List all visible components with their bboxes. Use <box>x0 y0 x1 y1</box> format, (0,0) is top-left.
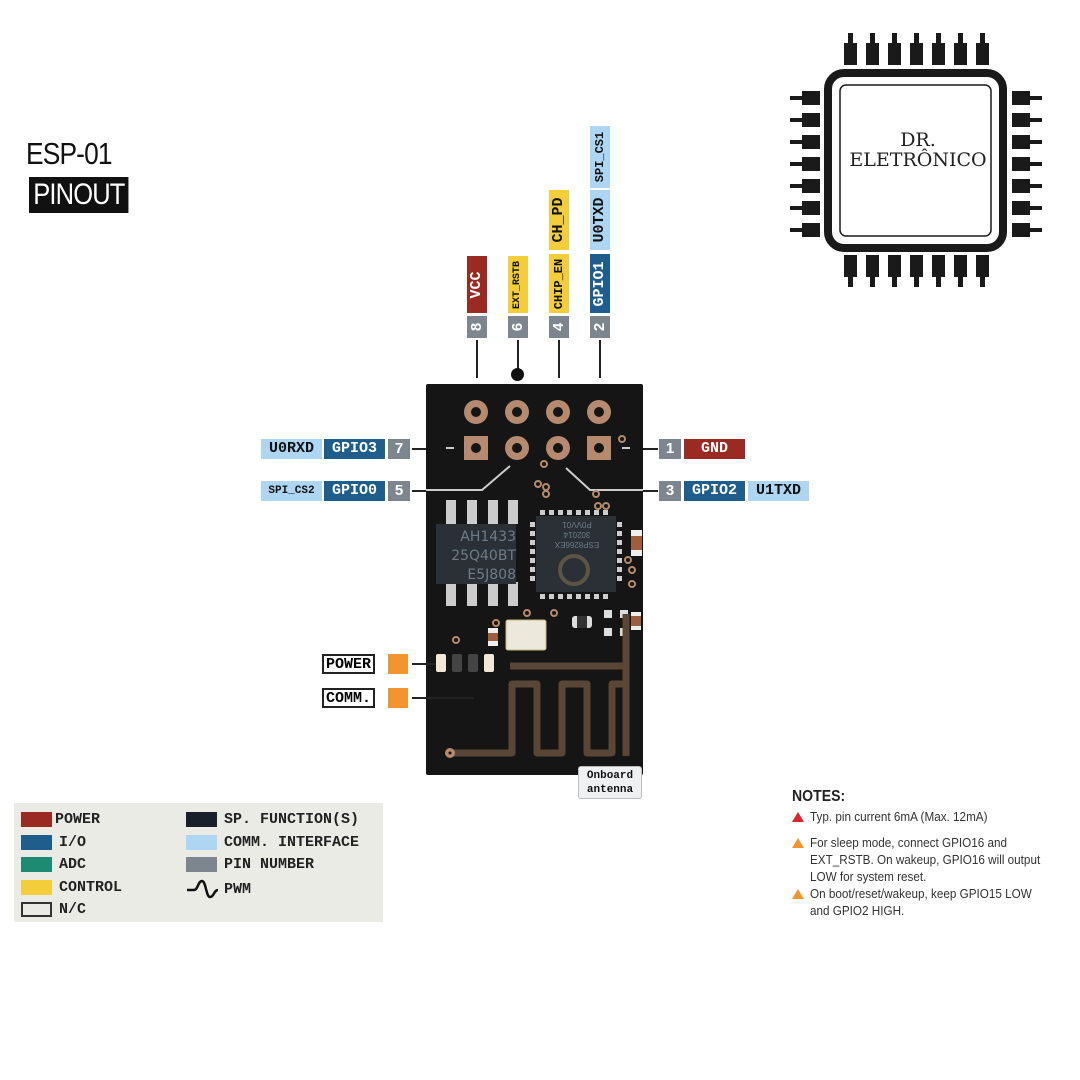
mcu-chip <box>530 510 622 599</box>
diagram-title: ESP-01 <box>26 136 113 171</box>
indicator-comm-label: COMM. <box>322 688 376 708</box>
board-graphics <box>426 400 643 758</box>
warning-triangle-icon <box>792 838 804 848</box>
pin-number-1: 1 <box>659 439 681 459</box>
pin-label-gpio3: GPIO3 <box>324 439 385 459</box>
pin-2-lead <box>599 340 601 378</box>
legend-label-control: CONTROL <box>59 879 123 896</box>
logo-chip-icon <box>790 33 1042 287</box>
legend-label-io: I/O <box>59 834 87 851</box>
logo-line-1: DR. <box>900 129 936 151</box>
pin-label-ch-pd: CH_PD <box>549 190 569 250</box>
mcu-chip-line: ESP8266EX <box>554 540 600 549</box>
diagram-subtitle: PINOUT <box>29 177 129 213</box>
pin-label-ext-rstb: EXT_RSTB <box>508 256 528 313</box>
led-comm-icon <box>388 688 408 708</box>
legend-swatch-power <box>21 812 52 827</box>
legend-swatch-io <box>21 835 52 850</box>
mcu-chip-line: P0VV01 <box>562 520 592 529</box>
led-power-lead <box>412 663 436 665</box>
pin-label-gnd: GND <box>684 439 745 459</box>
legend-label-pwm: PWM <box>224 881 252 898</box>
legend-swatch-control <box>21 880 52 895</box>
legend-label-nc: N/C <box>59 901 87 918</box>
logo-text: DR. ELETRÔNICO <box>828 130 1008 170</box>
legend-swatch-pin-number <box>186 857 217 872</box>
legend-swatch-sp-function <box>186 812 217 827</box>
warning-triangle-icon <box>792 889 804 899</box>
legend-swatch-adc <box>21 857 52 872</box>
antenna-trace <box>450 614 630 757</box>
pin-number-2: 2 <box>590 316 610 338</box>
pin-number-3: 3 <box>659 481 681 501</box>
legend-swatch-nc <box>21 902 52 917</box>
note-item: Typ. pin current 6mA (Max. 12mA) <box>810 809 988 824</box>
antenna-callout: Onboard antenna <box>578 766 642 799</box>
logo-line-2: ELETRÔNICO <box>849 149 987 171</box>
pin-label-vcc: VCC <box>467 256 487 313</box>
logo-left-pins <box>790 91 820 237</box>
pin-label-gpio2: GPIO2 <box>684 481 745 501</box>
flash-chip-label: AH1433 25Q40BT E5J808 <box>436 528 516 585</box>
pin-label-gpio1: GPIO1 <box>590 254 610 313</box>
indicator-power-label: POWER <box>322 654 376 674</box>
pin-6-lead <box>517 340 519 370</box>
legend-label-sp-function: SP. FUNCTION(S) <box>224 811 360 828</box>
pwm-wave-icon <box>187 879 219 899</box>
pin-6-dot <box>511 368 524 381</box>
legend-label-comm-interface: COMM. INTERFACE <box>224 834 360 851</box>
pin-number-4: 4 <box>549 316 569 338</box>
pin-label-chip-en: CHIP_EN <box>549 254 569 313</box>
pin-label-u0txd: U0TXD <box>590 190 610 250</box>
pin-number-7: 7 <box>388 439 410 459</box>
led-components <box>436 654 494 672</box>
pin-4-lead <box>558 340 560 378</box>
note-item: For sleep mode, connect GPIO16 and EXT_R… <box>810 835 1041 884</box>
danger-triangle-icon <box>792 812 804 822</box>
legend-label-adc: ADC <box>59 856 87 873</box>
legend: POWER I/O ADC CONTROL N/C SP. FUNCTION(S… <box>14 803 383 922</box>
note-item: On boot/reset/wakeup, keep GPIO15 LOW an… <box>810 886 1032 918</box>
pin-number-6: 6 <box>508 316 528 338</box>
pin-number-8: 8 <box>467 316 487 338</box>
pin-number-5: 5 <box>388 481 410 501</box>
logo-top-pins <box>844 33 989 65</box>
antenna-callout-line: antenna <box>586 784 634 796</box>
pin-label-spi-cs2: SPI_CS2 <box>261 481 322 501</box>
notes-title: NOTES: <box>792 788 846 805</box>
logo-bottom-pins <box>844 255 989 287</box>
logo-right-pins <box>1012 91 1042 237</box>
mcu-chip-line: 302014 <box>563 530 591 539</box>
header-pins <box>464 400 611 460</box>
legend-label-pin-number: PIN NUMBER <box>224 856 315 873</box>
mcu-chip-label: ESP8266EX 302014 P0VV01 <box>538 519 616 549</box>
flash-chip <box>436 500 518 606</box>
led-power-icon <box>388 654 408 674</box>
legend-swatch-comm-interface <box>186 835 217 850</box>
flash-chip-line: 25Q40BT <box>451 548 516 564</box>
flash-chip-line: E5J808 <box>467 567 516 583</box>
pin-label-u1txd: U1TXD <box>748 481 809 501</box>
led-comm-lead <box>412 697 474 699</box>
legend-label-power: POWER <box>55 811 101 828</box>
flash-chip-line: AH1433 <box>460 529 516 545</box>
antenna-callout-line: Onboard <box>586 770 634 782</box>
pin-label-u0rxd: U0RXD <box>261 439 322 459</box>
pin-label-gpio0: GPIO0 <box>324 481 385 501</box>
pin-label-spi-cs1: SPI_CS1 <box>590 126 610 188</box>
pin-8-lead <box>476 340 478 378</box>
